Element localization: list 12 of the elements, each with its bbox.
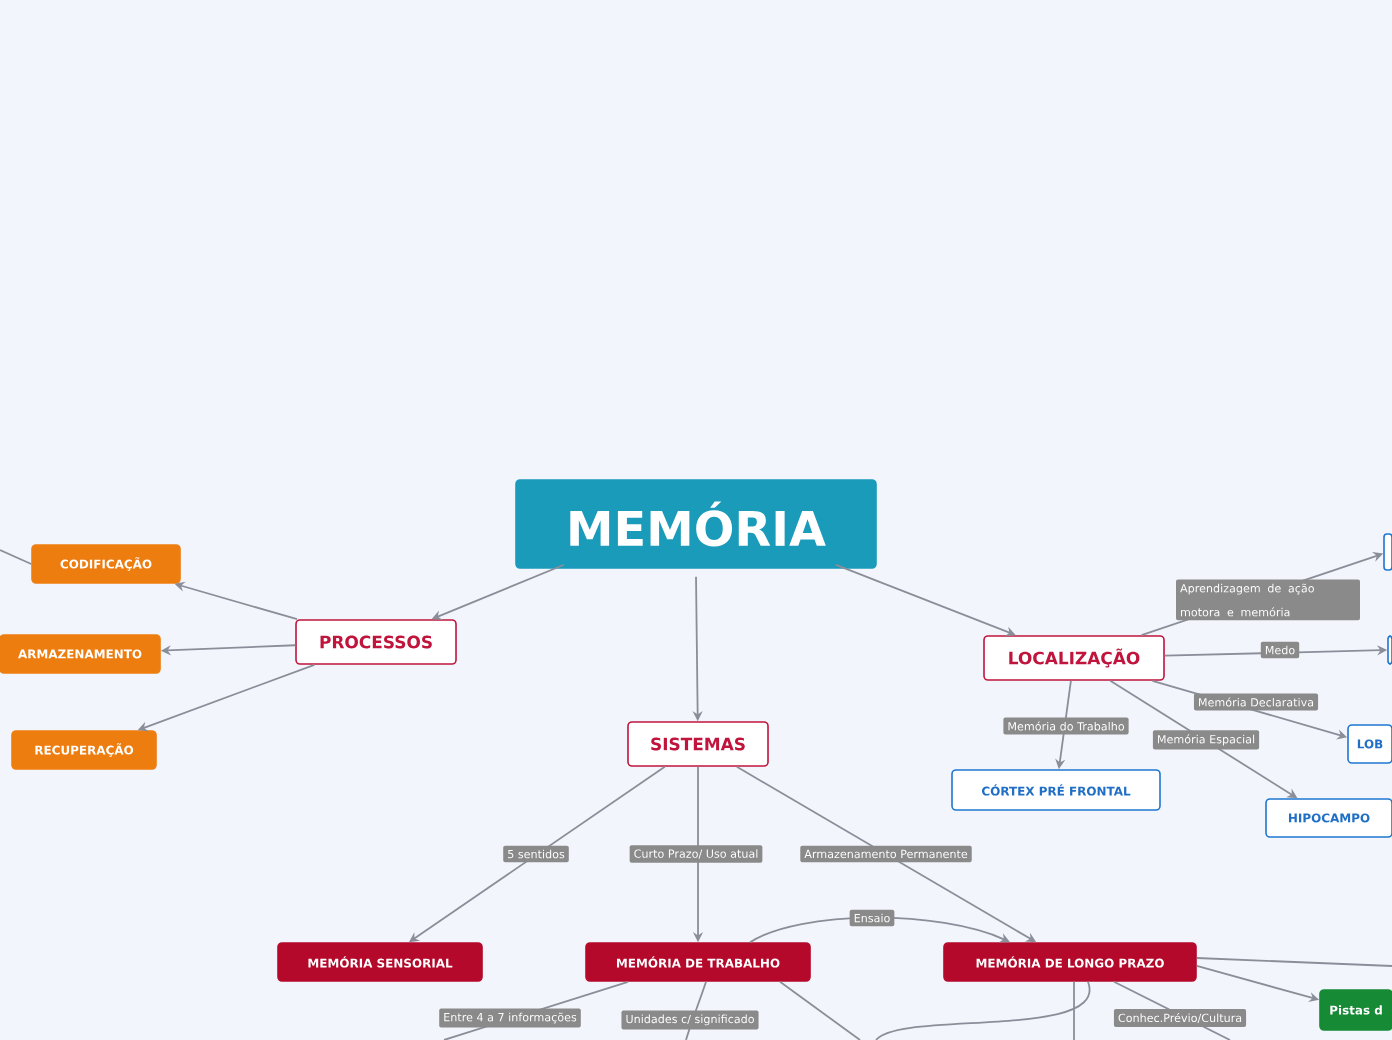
- subtopic-box: [1387, 635, 1392, 665]
- connector: [779, 980, 861, 1040]
- topic-box: LOCALIZAÇÃO: [983, 635, 1165, 681]
- connector: [1195, 957, 1392, 967]
- subtopic-box: [1383, 533, 1392, 571]
- connector: [749, 916, 1010, 944]
- connector: [875, 980, 1090, 1040]
- topic-box: PROCESSOS: [295, 619, 457, 665]
- connector: [0, 549, 33, 565]
- topic-box: SISTEMAS: [627, 721, 769, 767]
- title-box: MEMÓRIA: [515, 479, 877, 569]
- connector: [1073, 980, 1075, 1040]
